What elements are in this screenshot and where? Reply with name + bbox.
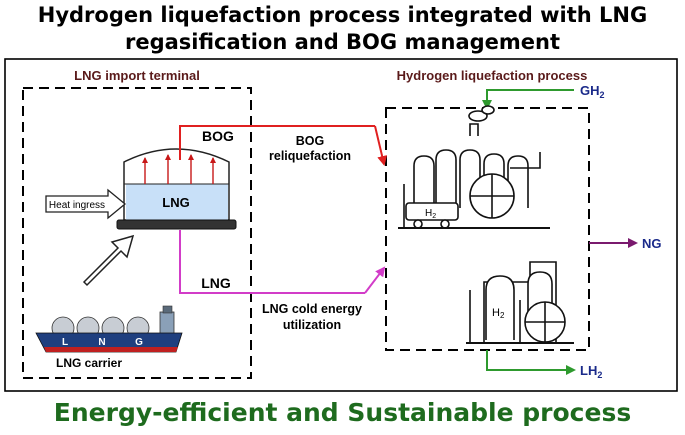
lng-flow-label: LNG: [201, 275, 231, 291]
heat-ingress-arrow: Heat ingress: [45, 188, 127, 220]
hull-letter: N: [98, 337, 105, 348]
lng-carrier-ship: L N G LNG carrier: [35, 305, 183, 370]
lng-arrow: [364, 266, 386, 294]
tank-label: LNG: [162, 195, 189, 210]
gh2-line: [482, 89, 574, 110]
bog-line: [179, 125, 375, 160]
bog-label: BOG: [202, 128, 234, 144]
lng-line: [179, 230, 365, 294]
liquefaction-unit-illustration: [466, 261, 574, 344]
cold-energy-label-1: LNG cold energy: [262, 302, 362, 316]
diagram-footer-tagline: Energy-efficient and Sustainable process: [53, 398, 632, 427]
lng-storage-tank: LNG: [116, 148, 237, 230]
bog-reliquefaction-label-1: BOG: [296, 134, 324, 148]
gh2-label: GH2: [580, 83, 605, 100]
carrier-label: LNG carrier: [56, 356, 122, 370]
h2-cart-label: H2: [425, 208, 436, 220]
heat-ingress-label: Heat ingress: [49, 200, 105, 211]
bog-reliquefaction-label-2: reliquefaction: [269, 149, 351, 163]
lh2-line: [486, 350, 576, 375]
bog-arrow: [374, 125, 388, 166]
lh2-label: LH2: [580, 363, 602, 380]
plant-heading: Hydrogen liquefaction process: [397, 68, 588, 83]
diagram-title-line-2: regasification and BOG management: [124, 30, 561, 54]
h2-tank-label: H2: [492, 307, 505, 320]
unloading-arrow: [82, 234, 135, 287]
diagram-title-line-1: Hydrogen liquefaction process integrated…: [37, 3, 648, 27]
hull-letter: G: [135, 337, 143, 348]
ng-label: NG: [642, 236, 662, 251]
precooling-unit-illustration: [398, 105, 550, 229]
cold-energy-label-2: utilization: [283, 318, 341, 332]
outer-frame: [4, 58, 678, 392]
terminal-heading: LNG import terminal: [74, 68, 200, 83]
hull-letter: L: [62, 337, 68, 348]
terminal-dashed-box: [22, 87, 252, 379]
